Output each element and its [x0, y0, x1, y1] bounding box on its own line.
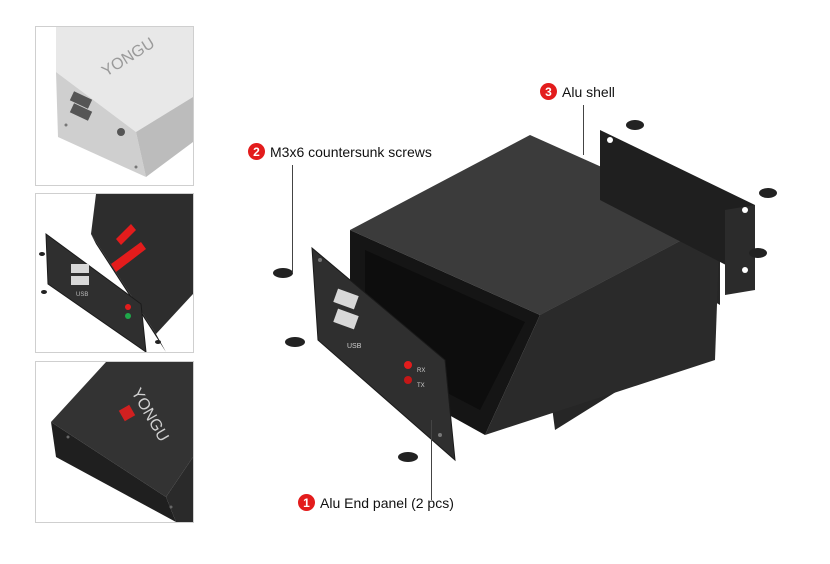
- thumb2-usb: USB: [76, 292, 88, 298]
- callout-label: Alu End panel (2 pcs): [320, 494, 454, 511]
- panel-leader-line: [431, 420, 432, 500]
- shell-leader-line: [583, 105, 584, 155]
- screw-icon: [273, 268, 293, 278]
- screw-icon: [626, 120, 644, 130]
- callout-end-panel: 1 Alu End panel (2 pcs): [298, 494, 454, 511]
- screw-icon: [398, 452, 418, 462]
- thumbnail-black-enclosure[interactable]: YONGU: [35, 361, 194, 523]
- screw-icon: [749, 248, 767, 258]
- panel-usb-label: USB: [347, 343, 362, 350]
- callout-number: 2: [248, 143, 265, 160]
- callout-number: 3: [540, 83, 557, 100]
- callout-label: Alu shell: [562, 83, 615, 100]
- screw-icon: [759, 188, 777, 198]
- callout-alu-shell: 3 Alu shell: [540, 83, 615, 100]
- exploded-view-diagram: USB RX TX: [273, 120, 777, 462]
- screw-icon: [285, 337, 305, 347]
- thumbnail-assembly[interactable]: USB: [35, 193, 194, 353]
- thumbnail-silver-enclosure[interactable]: YONGU: [35, 26, 194, 186]
- callout-number: 1: [298, 494, 315, 511]
- panel-tx-label: TX: [417, 383, 425, 389]
- callout-screws: 2 M3x6 countersunk screws: [248, 143, 432, 160]
- panel-rx-label: RX: [417, 368, 425, 374]
- screws-leader-line: [292, 165, 293, 273]
- callout-label: M3x6 countersunk screws: [270, 143, 432, 160]
- back-end-panel: [600, 130, 755, 280]
